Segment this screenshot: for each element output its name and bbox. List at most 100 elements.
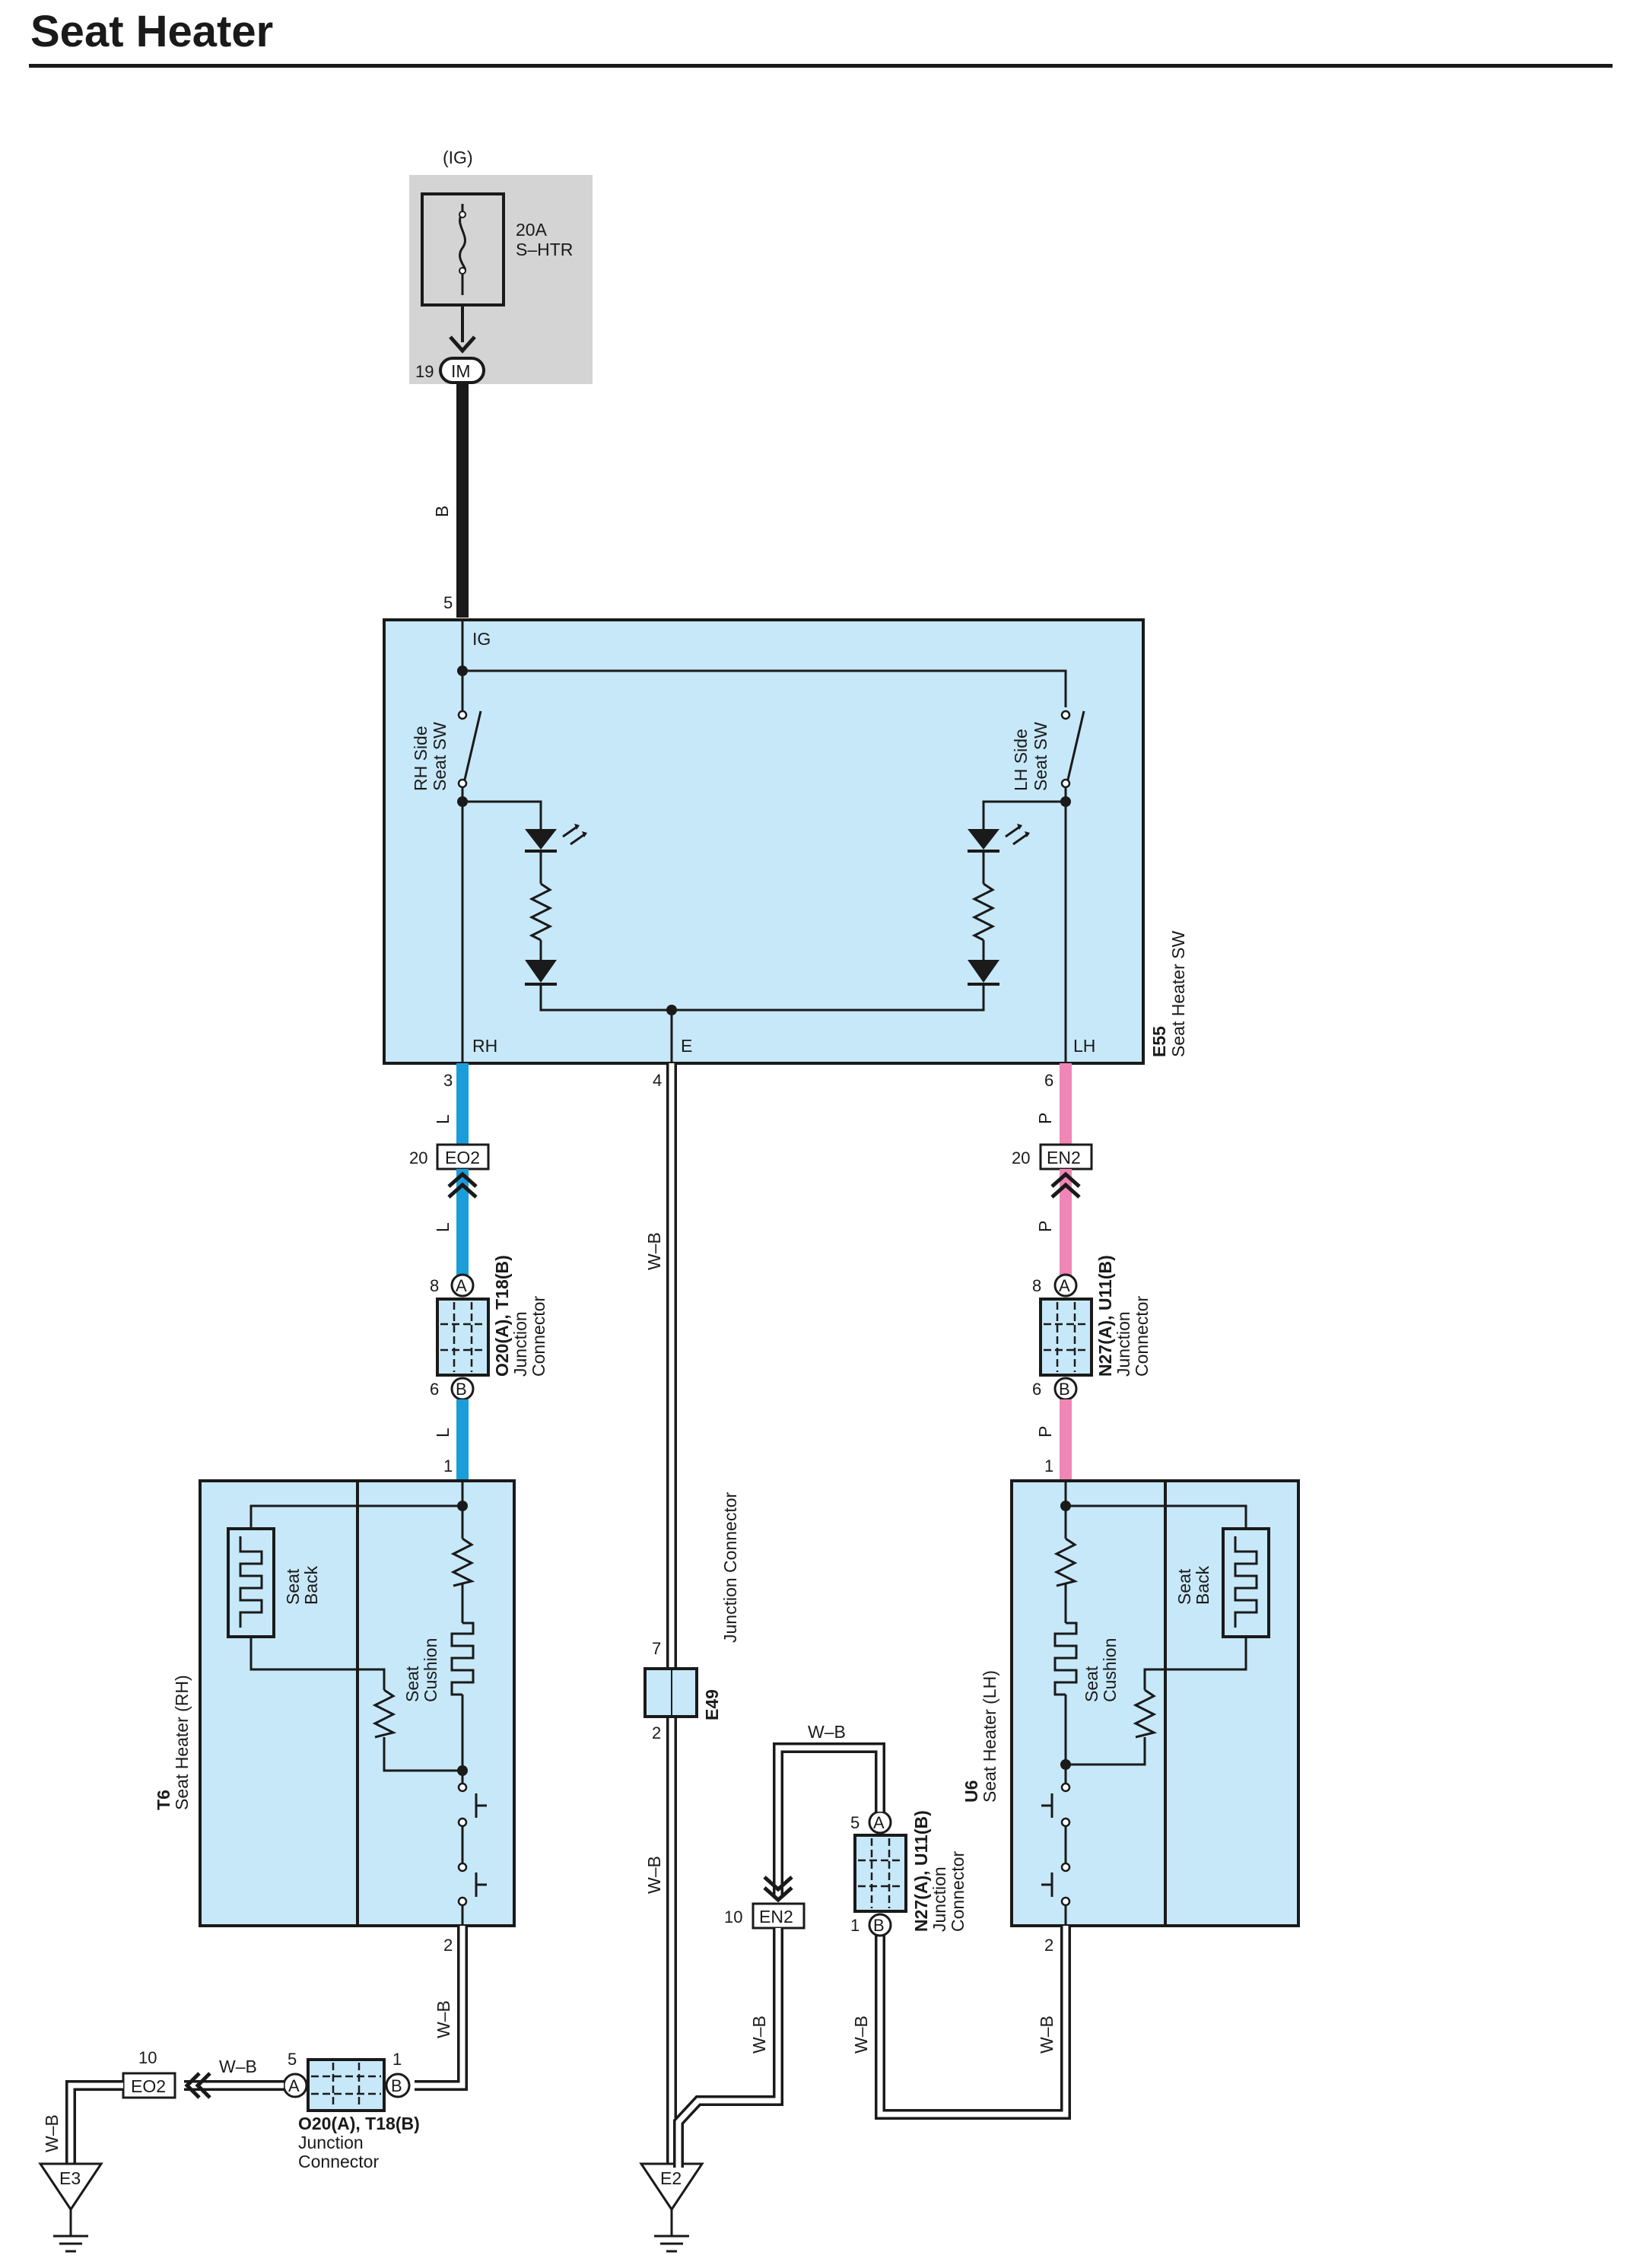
rh-back-resistor-icon <box>372 1688 397 1739</box>
heater-rh-back-label-2: Back <box>301 1565 321 1605</box>
wire-color-center-2: W–B <box>644 1856 664 1894</box>
junction-lh-code: N27(A), U11(B) <box>1095 1255 1115 1377</box>
junction-ground-lh-pin-b: 1 <box>850 1916 860 1935</box>
wire-color-left-3: W–B <box>42 2114 62 2152</box>
junction-rh-name-1: Junction <box>510 1311 530 1377</box>
lh-back-resistor-icon <box>1133 1688 1158 1739</box>
junction-lh-pin-b: 6 <box>1032 1380 1041 1399</box>
wire-color-lh-3: P <box>1035 1426 1055 1437</box>
switch-pin-lh: 6 <box>1044 1071 1053 1090</box>
junction-ground-rh-body <box>307 2058 386 2112</box>
junction-rh-tag-a: A <box>456 1276 467 1295</box>
heater-rh-code: T6 <box>154 1790 173 1810</box>
junction-ground-rh-pin-a: 5 <box>288 2050 297 2069</box>
e49-code: E49 <box>702 1689 722 1720</box>
seat-heater-switch: IG RH Side Seat SW LH Side Seat SW <box>383 618 1188 1065</box>
wire-color-center-1: W–B <box>644 1232 664 1270</box>
im-pin: 19 <box>415 362 434 381</box>
fuse-name: S–HTR <box>516 240 573 259</box>
e49-name: Junction Connector <box>720 1491 740 1643</box>
terminal-lh-label: LH <box>1073 1036 1095 1056</box>
junction-lh-name-1: Junction <box>1114 1311 1133 1377</box>
junction-ground-rh-pin-b: 1 <box>392 2050 402 2069</box>
lh-thermistor-icon <box>1053 1537 1079 1587</box>
heater-rh-cushion-label-2: Cushion <box>421 1638 440 1702</box>
connector-arrow-icon <box>1050 1171 1081 1199</box>
wire-color-right-3: W–B <box>808 1722 846 1742</box>
heater-lh-pin-in: 1 <box>1044 1456 1053 1475</box>
heater-lh-cushion-label-1: Seat <box>1082 1666 1101 1702</box>
heater-lh-name: Seat Heater (LH) <box>980 1670 999 1803</box>
junction-ground-lh-name-1: Junction <box>929 1866 949 1932</box>
heater-lh-cushion-label-2: Cushion <box>1100 1638 1120 1702</box>
eo2-ground-label: EO2 <box>131 2076 166 2096</box>
switch-pin-e: 4 <box>653 1071 662 1090</box>
heater-lh-pin-out: 2 <box>1044 1936 1053 1955</box>
terminal-ig-label: IG <box>472 629 491 649</box>
wire-color-lh-1: P <box>1035 1113 1055 1124</box>
wire-ground-center: 4 W–B 7 2 E49 Junction Connector W–B E2 <box>639 1063 740 2253</box>
switch-pin-rh: 3 <box>443 1071 453 1090</box>
eo2-connector <box>436 1143 490 1171</box>
rh-switch-label-2: Seat SW <box>430 722 450 791</box>
switch-pin-ig: 5 <box>443 593 453 612</box>
wire-ground-right: W–B W–B B 1 A 5 N27(A), U11(B) Junction … <box>673 1722 1071 2168</box>
junction-ground-rh-tag-a: A <box>288 2076 300 2095</box>
ground-e2-icon <box>639 2162 704 2212</box>
junction-rh-pin-b: 6 <box>430 1380 439 1399</box>
heater-lh-back-label-2: Back <box>1193 1565 1212 1605</box>
junction-ground-lh-pin-a: 5 <box>850 1813 860 1832</box>
junction-rh-body <box>436 1298 490 1377</box>
junction-lh-tag-a: A <box>1059 1276 1070 1295</box>
eo2-pin: 20 <box>409 1148 427 1167</box>
seat-heater-rh: Seat Cushion Seat Back T6 Seat Heater (R… <box>154 1479 516 1955</box>
en2-pin: 20 <box>1012 1148 1030 1167</box>
junction-ground-rh-name-2: Connector <box>298 2152 379 2171</box>
fuse-block: (IG) 20A S–HTR IM 19 <box>409 148 593 384</box>
junction-lh-pin-a: 8 <box>1032 1276 1041 1295</box>
wire-color-rh-2: L <box>433 1222 453 1232</box>
junction-rh-tag-b: B <box>456 1380 467 1399</box>
ground-e2-label: E2 <box>660 2168 682 2188</box>
wire-supply: B 5 <box>432 383 469 618</box>
lh-seat-cushion-element-icon <box>1053 1622 1078 1696</box>
connector-arrow-icon <box>449 335 476 354</box>
page-title: Seat Heater <box>30 7 274 56</box>
ground-e3-label: E3 <box>59 2168 81 2188</box>
switch-name: Seat Heater SW <box>1168 931 1188 1057</box>
heater-rh-back-box <box>227 1527 275 1638</box>
wire-color-rh-3: L <box>433 1428 453 1437</box>
rh-thermistor-icon <box>450 1537 475 1587</box>
junction-ground-lh-tag-b: B <box>873 1916 885 1935</box>
wire-color-right-1: W–B <box>1037 2015 1057 2054</box>
junction-rh-code: O20(A), T18(B) <box>492 1255 512 1377</box>
junction-lh-body <box>1039 1298 1093 1377</box>
switch-body <box>383 618 1145 1065</box>
heater-lh-back-label-1: Seat <box>1174 1568 1194 1605</box>
power-source-label: (IG) <box>443 148 473 167</box>
heater-lh-code: U6 <box>961 1780 981 1803</box>
heater-rh-name: Seat Heater (RH) <box>172 1675 192 1810</box>
en2-ground-label: EN2 <box>759 1907 793 1927</box>
lh-switch-label-2: Seat SW <box>1031 722 1050 791</box>
rh-indicator-led-icon <box>525 829 557 850</box>
wire-color-rh-1: L <box>433 1114 453 1124</box>
lh-seat-back-element-icon <box>1234 1536 1258 1628</box>
fuse-box-background <box>409 175 593 384</box>
rh-resistor-icon <box>529 882 553 942</box>
heater-lh-back-box <box>1222 1527 1270 1638</box>
rh-seat-cushion-element-icon <box>450 1622 475 1696</box>
wire-color-right-2: W–B <box>851 2015 871 2054</box>
rh-diode-icon <box>525 960 557 983</box>
heater-rh-back-label-1: Seat <box>283 1568 303 1605</box>
en2-label: EN2 <box>1047 1148 1081 1167</box>
junction-ground-rh-name-1: Junction <box>298 2133 364 2152</box>
lh-diode-icon <box>968 960 999 983</box>
rh-switch-label-1: RH Side <box>411 726 431 791</box>
wire-ground-left: W–B B 1 A 5 O20(A), T18(B) Junction Conn… <box>38 1926 468 2253</box>
junction-rh-name-2: Connector <box>529 1296 548 1377</box>
lh-switch-contact-icon <box>1066 710 1085 780</box>
lh-resistor-icon <box>971 882 996 942</box>
en2-ground-pin: 10 <box>724 1907 742 1927</box>
